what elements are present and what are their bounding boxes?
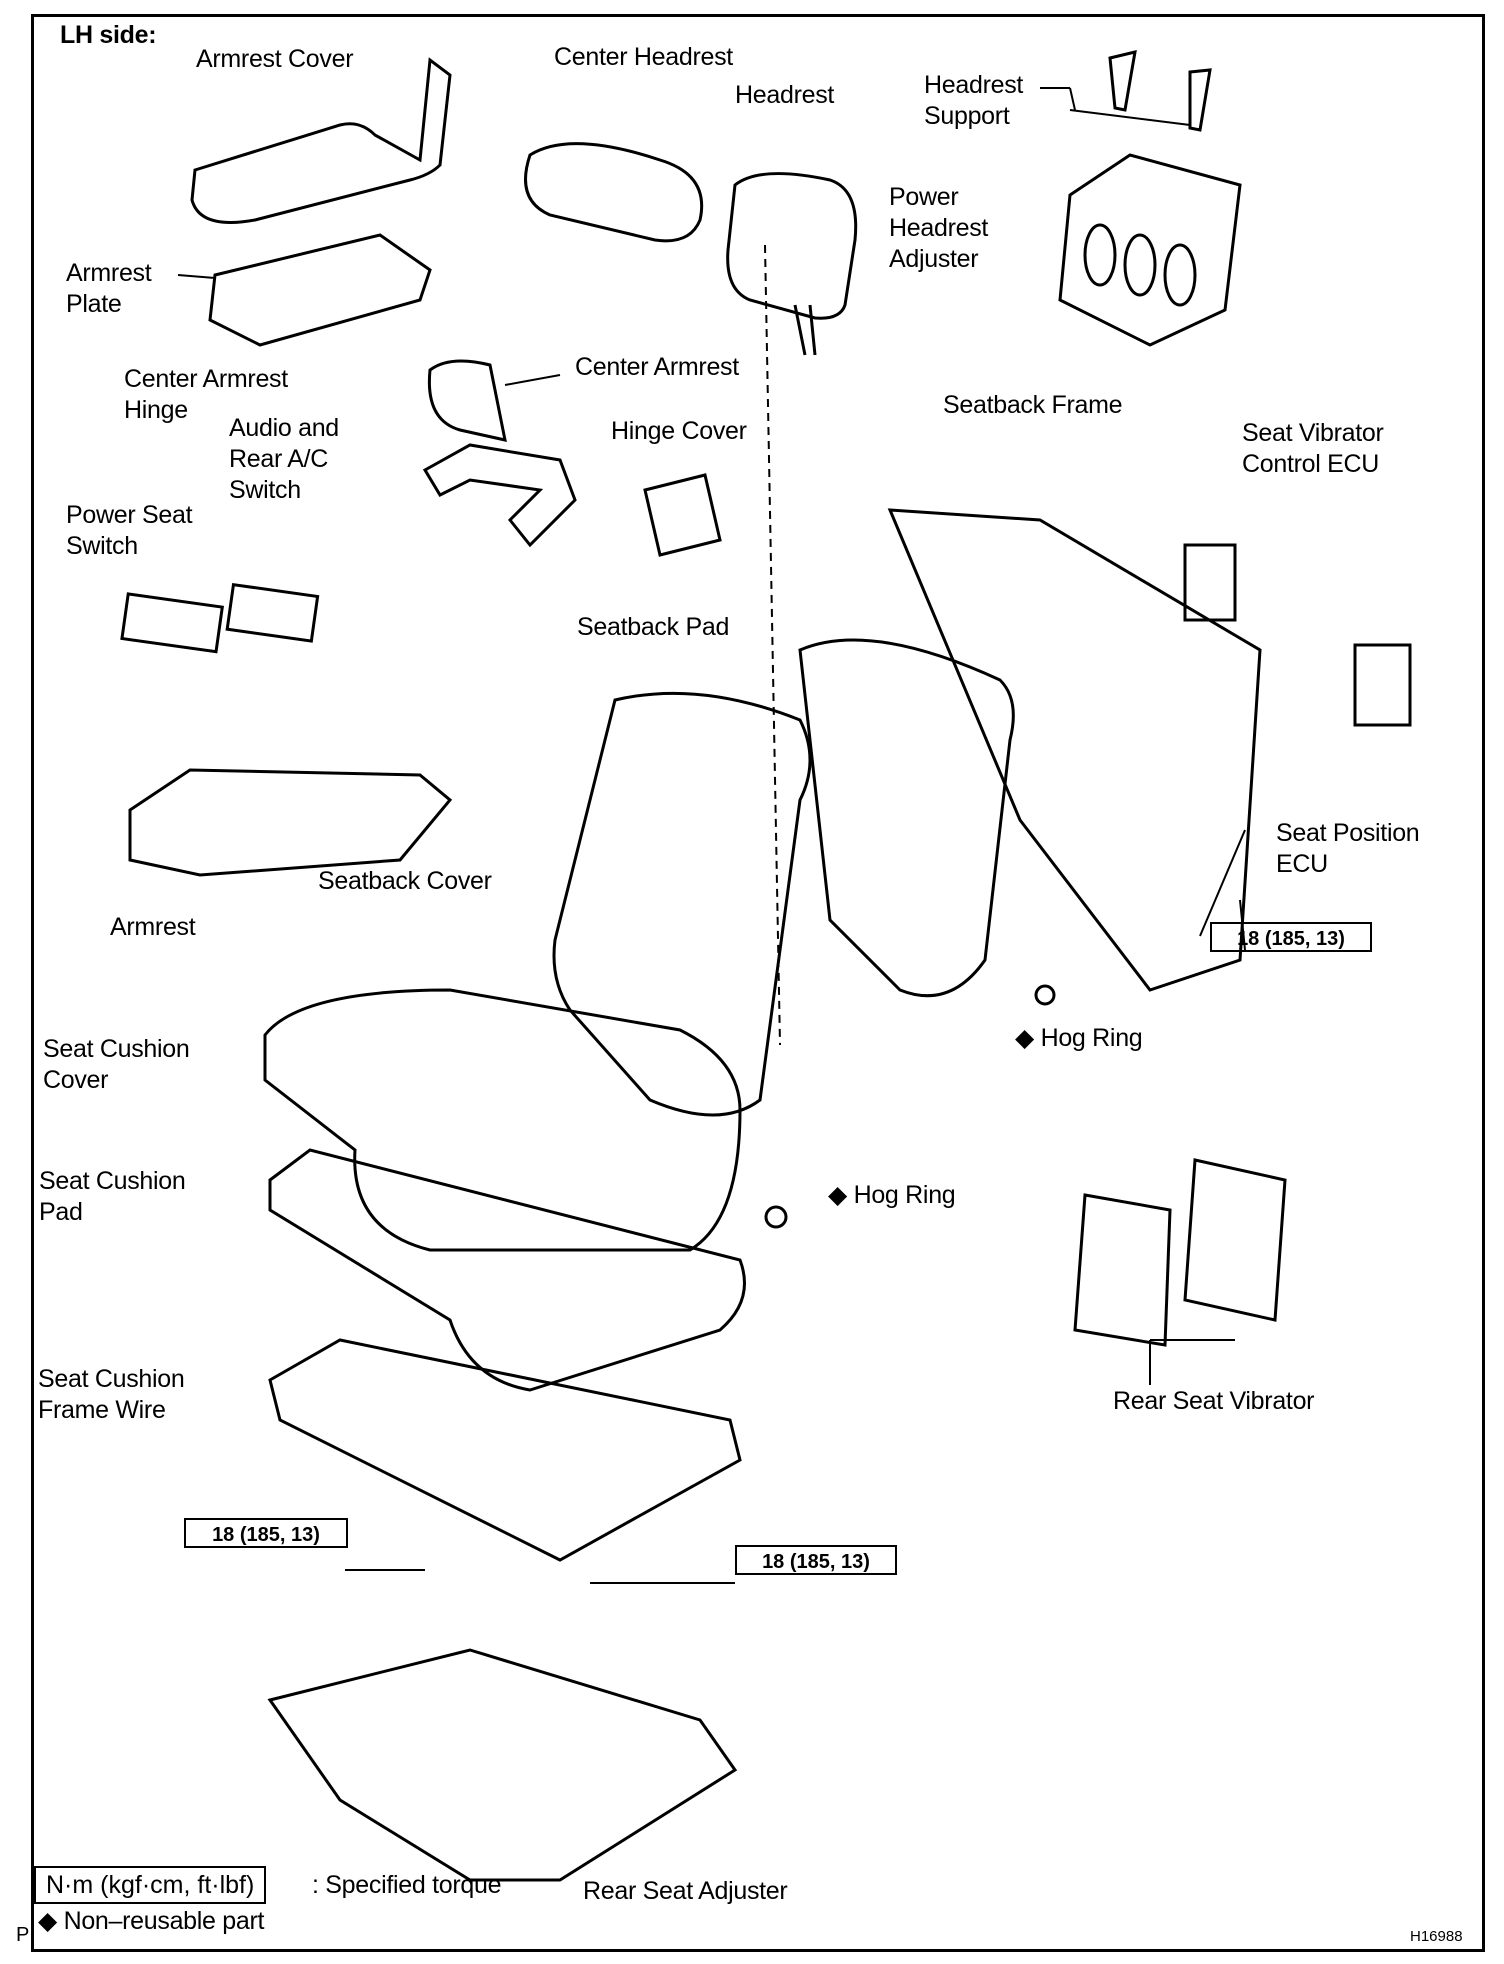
seat-cushion-pad-part — [268, 1148, 746, 1392]
label-center-armrest: Center Armrest — [575, 353, 739, 381]
label-center-headrest: Center Headrest — [554, 43, 733, 71]
seatback-frame-part — [887, 508, 1262, 992]
label-hinge-cover: Hinge Cover — [611, 417, 747, 445]
center-armrest-part — [427, 359, 507, 442]
headrest-support-part — [1108, 50, 1212, 132]
legend-non-reusable: ◆ Non–reusable part — [38, 1907, 265, 1935]
rear-seat-vibrator-part — [1073, 1158, 1287, 1347]
label-armrest-cover: Armrest Cover — [196, 45, 354, 73]
hog-ring-part — [764, 1205, 788, 1229]
seat-vibrator-ecu-part — [1183, 543, 1237, 622]
armrest-part — [128, 768, 453, 877]
seat-cushion-frame-wire-part — [268, 1338, 742, 1562]
center-headrest-part — [524, 142, 704, 243]
hinge-cover-part — [643, 473, 722, 557]
hog-ring-part — [1034, 984, 1056, 1006]
torque-spec-box: 18 (185, 13) — [735, 1545, 897, 1575]
diagram-title: LH side: — [60, 21, 157, 49]
corner-mark: P — [16, 1924, 30, 1946]
power-seat-switch-part — [120, 592, 224, 654]
label-headrest: Headrest — [735, 81, 835, 109]
label-hog-ring: ◆ Hog Ring — [1015, 1024, 1143, 1052]
label-rear-seat-vibrator: Rear Seat Vibrator — [1113, 1387, 1315, 1415]
armrest-plate-part — [208, 233, 432, 347]
center-armrest-hinge-part — [422, 443, 577, 548]
label-hog-ring: ◆ Hog Ring — [828, 1181, 956, 1209]
label-seatback-cover: Seatback Cover — [318, 867, 492, 895]
seat-cushion-cover-part — [263, 988, 742, 1252]
headrest-part — [726, 172, 858, 320]
torque-spec-box: 18 (185, 13) — [184, 1518, 348, 1548]
power-headrest-adjuster-part — [1058, 153, 1242, 347]
legend-specified-torque: : Specified torque — [312, 1871, 502, 1899]
seatback-cover-part — [552, 691, 812, 1117]
seatback-pad-part — [798, 638, 1015, 998]
rear-seat-adjuster-part — [267, 1648, 738, 1882]
armrest-cover-part — [190, 57, 452, 224]
diagram-frame — [31, 14, 1485, 1952]
label-rear-seat-adjuster: Rear Seat Adjuster — [583, 1877, 788, 1905]
label-armrest: Armrest — [110, 913, 196, 941]
torque-spec-box: 18 (185, 13) — [1210, 922, 1372, 952]
figure-id: H16988 — [1410, 1928, 1463, 1945]
seat-position-ecu-part — [1353, 643, 1412, 727]
torque-unit-legend-box: N·m (kgf·cm, ft·lbf) — [34, 1866, 267, 1904]
label-seatback-pad: Seatback Pad — [577, 613, 730, 641]
label-seatback-frame: Seatback Frame — [943, 391, 1123, 419]
audio-switch-part — [225, 582, 320, 643]
